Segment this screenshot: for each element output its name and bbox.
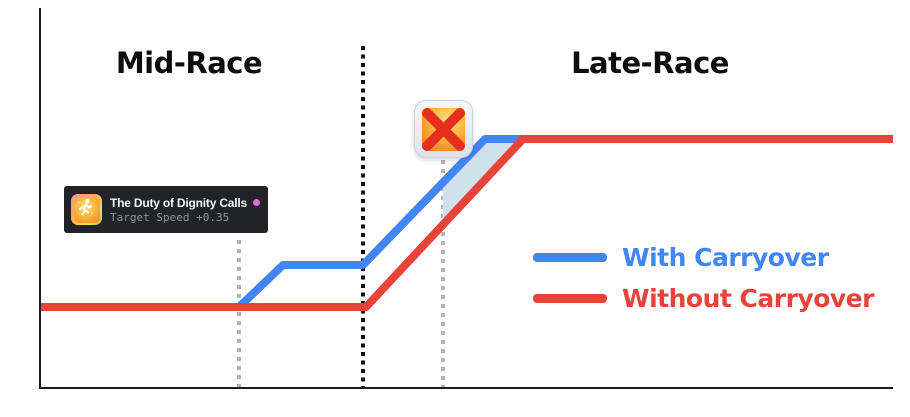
with-carryover-label: With Carryover [622, 242, 829, 272]
skill-icon-art [73, 196, 100, 223]
failed-skill-icon [422, 107, 465, 151]
legend-item-with-carryover: With Carryover [533, 242, 874, 272]
without-carryover-line [40, 135, 893, 311]
skill-rarity-dot [253, 199, 261, 206]
runner-icon [77, 198, 93, 215]
with-carryover-line [236, 135, 530, 310]
legend: With Carryover Without Carryover [533, 242, 874, 313]
without-carryover-swatch [533, 293, 607, 303]
with-carryover-swatch [533, 252, 607, 262]
mid-race-label: Mid-Race [115, 46, 263, 80]
skill-text-block: The Duty of Dignity Calls Target Speed +… [110, 195, 261, 224]
skill-effect: Target Speed +0.35 [110, 210, 230, 224]
failed-activation-card [414, 100, 473, 158]
red-x-icon [422, 107, 465, 151]
late-race-label: Late-Race [571, 46, 729, 80]
skill-title: The Duty of Dignity Calls [110, 195, 248, 210]
skill-icon [71, 194, 102, 225]
legend-item-without-carryover: Without Carryover [533, 283, 874, 313]
skill-tooltip-card: The Duty of Dignity Calls Target Speed +… [64, 186, 268, 233]
without-carryover-label: Without Carryover [622, 283, 874, 313]
